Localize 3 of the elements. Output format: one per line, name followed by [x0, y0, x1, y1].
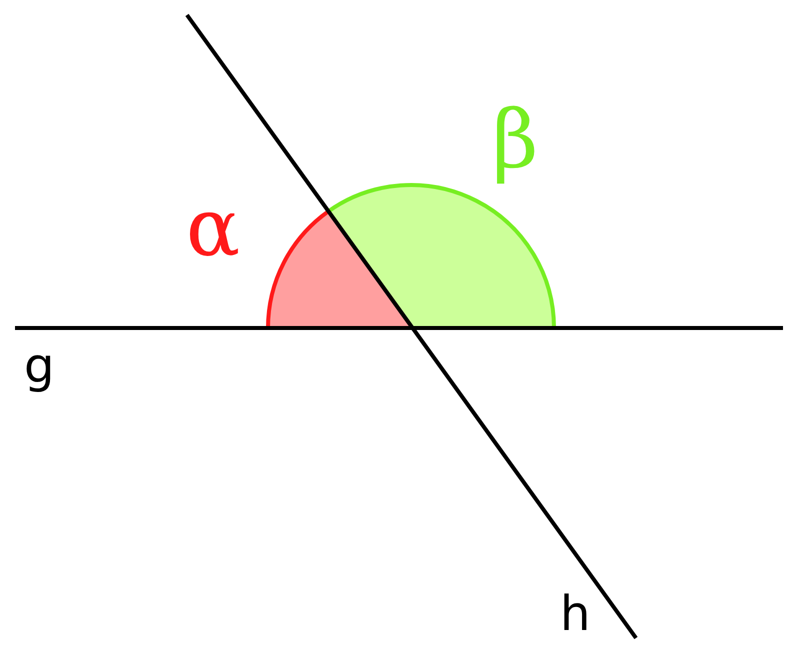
line-label: h: [560, 590, 590, 638]
line-label: g: [24, 342, 54, 390]
angle-symbol: α: [186, 188, 240, 268]
